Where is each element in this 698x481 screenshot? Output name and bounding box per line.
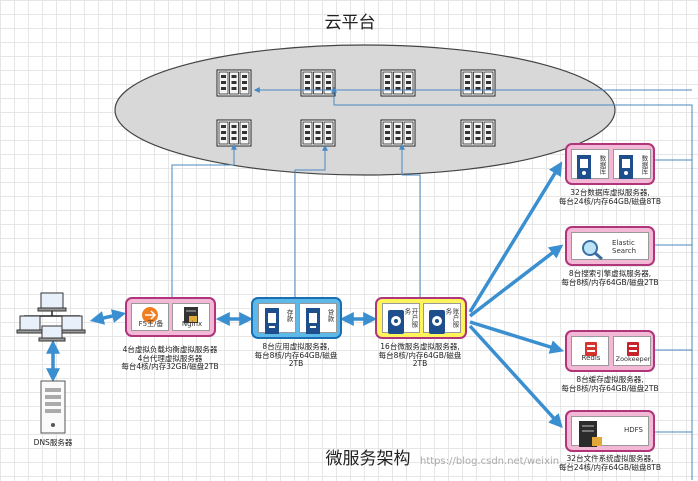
- database-box: 数据库 数据库: [565, 143, 655, 185]
- account-service-panel: 账户服务: [423, 303, 461, 334]
- database-panel-left: 数据库: [571, 149, 609, 179]
- cloud-server-rack-icon: [460, 119, 496, 147]
- application-caption: 8台应用虚拟服务器, 每台8核/内存64GB/磁盘 2TB: [236, 342, 356, 369]
- app-caption-line2: 每台8核/内存64GB/磁盘: [254, 350, 338, 360]
- elastic-search-label: Elastic Search: [612, 239, 637, 255]
- es-caption-line2: 每台8核/内存64GB/磁盘2TB: [561, 277, 659, 287]
- application-box: 存款 贷款: [251, 297, 342, 339]
- fs-caption-line1: 32台文件系统虚拟服务器,: [566, 454, 654, 463]
- load-balancer-box: F5王/备 Nginx: [125, 297, 216, 337]
- cloud-server-rack-icon: [300, 69, 336, 97]
- watermark: https://blog.csdn.net/weixin_...: [420, 456, 574, 467]
- deposit-service-icon: [265, 308, 279, 334]
- dns-server-label: DNS服务器: [33, 438, 73, 447]
- cache-caption-line2: 每台8核/内存64GB/磁盘2TB: [561, 383, 659, 393]
- cloud-server-rack-icon: [216, 69, 252, 97]
- elastic-search-caption: 8台搜索引擎虚拟服务器, 每台8核/内存64GB/磁盘2TB: [548, 269, 672, 287]
- app-caption-line1: 8台应用虚拟服务器,: [262, 342, 330, 351]
- hdfs-server-icon: [579, 421, 602, 447]
- cache-caption-line1: 8台缓存虚拟服务器,: [576, 375, 644, 384]
- cloud-server-rack-icon: [380, 119, 416, 147]
- microservice-caption: 16台微服务虚拟服务器, 每台8核/内存64GB/磁盘 2TB: [360, 342, 480, 369]
- ms-caption-line3: 2TB: [412, 359, 428, 369]
- cache-caption: 8台缓存虚拟服务器, 每台8核/内存64GB/磁盘2TB: [548, 375, 672, 393]
- elastic-search-panel: Elastic Search: [571, 232, 649, 260]
- account-service-icon: [429, 310, 445, 334]
- nginx-panel: Nginx: [172, 303, 210, 331]
- file-system-caption: 32台文件系统虚拟服务器, 每台24核/内存64GB/磁盘8TB: [548, 454, 672, 472]
- loan-label: 贷款: [326, 309, 334, 322]
- loan-service-icon: [306, 308, 320, 334]
- cloud-platform-ellipse: [114, 44, 616, 176]
- dns-server-icon: [40, 380, 66, 434]
- account-opening-icon: [388, 310, 404, 334]
- f5-router-icon: [142, 307, 158, 323]
- file-system-box: HDFS: [565, 410, 655, 452]
- zookeeper-label: Zookeeper: [615, 354, 651, 363]
- zookeeper-icon: [627, 342, 639, 356]
- diagram-title: 微服务架构: [325, 449, 411, 469]
- app-caption-line3: 2TB: [288, 359, 304, 369]
- deposit-label: 存款: [285, 309, 293, 322]
- arrow-ms-cache: [469, 320, 565, 354]
- redis-label: Redis: [581, 354, 601, 363]
- database-left-icon: [577, 155, 591, 179]
- hdfs-panel: HDFS: [571, 416, 649, 447]
- account-opening-panel: 开户服务: [382, 303, 420, 334]
- db-caption-line2: 每台24核/内存64GB/磁盘8TB: [558, 196, 662, 206]
- ms-caption-line1: 16台微服务虚拟服务器,: [380, 342, 460, 351]
- cloud-server-rack-icon: [300, 119, 336, 147]
- database-caption: 32台数据库虚拟服务器, 每台24核/内存64GB/磁盘8TB: [548, 188, 672, 206]
- elastic-search-box: Elastic Search: [565, 226, 655, 266]
- loan-panel: 贷款: [299, 303, 337, 334]
- arrow-clients-lb: [89, 309, 127, 325]
- account-service-label: 账户服务: [443, 308, 459, 328]
- connector-app-cloud: [294, 144, 328, 298]
- client-computers-icon: [16, 292, 86, 342]
- microservice-box: 开户服务 账户服务: [375, 297, 467, 339]
- f5-label: F5王/备: [138, 320, 164, 329]
- thick-arrows: [46, 161, 565, 429]
- database-right-label: 数据库: [640, 155, 648, 175]
- cloud-servers: [216, 69, 496, 147]
- connector-ms-cloud: [399, 143, 421, 300]
- load-balancer-caption: 4台虚拟负载均衡虚拟服务器 4台代理虚拟服务器 每台4核/内存32GB/磁盘2T…: [105, 345, 235, 372]
- ms-caption-line2: 每台8核/内存64GB/磁盘: [378, 350, 462, 360]
- database-panel-right: 数据库: [613, 149, 651, 179]
- es-caption-line1: 8台搜索引擎虚拟服务器,: [568, 269, 652, 278]
- f5-panel: F5王/备: [131, 303, 169, 331]
- deposit-panel: 存款: [258, 303, 296, 334]
- account-opening-label: 开户服务: [402, 308, 418, 328]
- lb-caption-line2: 4台代理虚拟服务器: [137, 353, 203, 363]
- database-right-icon: [619, 155, 633, 179]
- hdfs-label: HDFS: [624, 426, 644, 434]
- nginx-label: Nginx: [181, 320, 203, 329]
- cloud-server-rack-icon: [460, 69, 496, 97]
- zookeeper-panel: Zookeeper: [613, 336, 651, 366]
- thin-connectors: [171, 86, 693, 480]
- magnifier-icon: [582, 240, 603, 260]
- db-caption-line1: 32台数据库虚拟服务器,: [570, 188, 650, 197]
- connector-right-cloud: [331, 86, 693, 480]
- redis-panel: Redis: [571, 336, 609, 366]
- cloud-platform-label: 云平台: [324, 13, 376, 33]
- database-left-label: 数据库: [598, 155, 606, 175]
- nginx-server-icon: [184, 307, 198, 323]
- lb-caption-line1: 4台虚拟负载均衡虚拟服务器: [122, 345, 218, 354]
- fs-caption-line2: 每台24核/内存64GB/磁盘8TB: [558, 462, 662, 472]
- arrow-ms-es: [468, 244, 564, 318]
- connector-lb-cloud: [171, 143, 237, 300]
- arrow-ms-fs: [468, 324, 563, 429]
- cloud-server-rack-icon: [380, 69, 416, 97]
- arrow-ms-db: [468, 161, 563, 313]
- redis-icon: [585, 342, 597, 356]
- cloud-server-rack-icon: [216, 119, 252, 147]
- cache-box: Redis Zookeeper: [565, 330, 655, 372]
- lb-caption-line3: 每台4核/内存32GB/磁盘2TB: [121, 362, 219, 372]
